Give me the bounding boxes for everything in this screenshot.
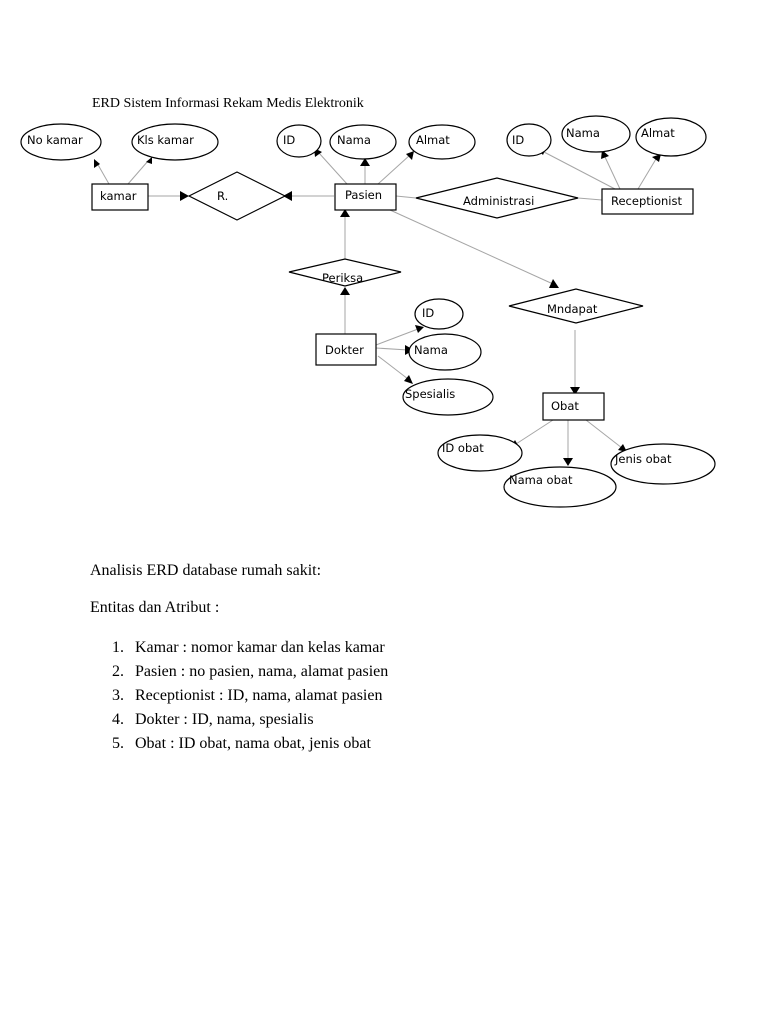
attribute-pasien-nama-label: Nama — [337, 133, 371, 147]
relationship-periksa-label: Periksa — [322, 271, 363, 285]
list-item-number: 4. — [112, 711, 124, 728]
list-item: 1. Kamar : nomor kamar dan kelas kamar — [112, 636, 388, 660]
entity-list: 1. Kamar : nomor kamar dan kelas kamar 2.… — [112, 636, 388, 756]
attribute-receptionist-almat-label: Almat — [641, 126, 675, 140]
list-item-number: 1. — [112, 639, 124, 656]
entity-pasien-label: Pasien — [345, 188, 382, 202]
relationship-kamar-pasien-label: R. — [217, 189, 228, 203]
attribute-nama-obat[interactable]: Nama obat — [503, 466, 617, 508]
entity-receptionist[interactable]: Receptionist — [601, 188, 694, 215]
attribute-pasien-id-label: ID — [283, 133, 295, 147]
entity-obat[interactable]: Obat — [542, 392, 605, 421]
attribute-no-kamar[interactable]: No kamar — [20, 123, 102, 161]
attribute-receptionist-id[interactable]: ID — [506, 123, 552, 157]
entity-obat-label: Obat — [551, 399, 579, 413]
attribute-dokter-spesialis-label: Spesialis — [405, 387, 455, 401]
attribute-dokter-nama[interactable]: Nama — [408, 333, 482, 371]
entity-receptionist-label: Receptionist — [611, 194, 682, 208]
relationship-mendapat-label: Mndapat — [547, 302, 598, 316]
attribute-pasien-almat[interactable]: Almat — [408, 124, 476, 160]
attribute-pasien-id[interactable]: ID — [276, 124, 322, 158]
erd-diagram: ERD Sistem Informasi Rekam Medis Elektro… — [20, 96, 716, 508]
list-item-text: Pasien : no pasien, nama, alamat pasien — [135, 663, 389, 680]
attribute-id-obat[interactable]: ID obat — [437, 434, 523, 472]
list-item-text: Receptionist : ID, nama, alamat pasien — [135, 687, 383, 704]
attribute-jenis-obat[interactable]: Jenis obat — [610, 443, 716, 485]
attribute-dokter-nama-label: Nama — [414, 343, 448, 357]
attribute-receptionist-id-label: ID — [512, 133, 524, 147]
attribute-receptionist-nama-label: Nama — [566, 126, 600, 140]
entity-dokter-label: Dokter — [325, 343, 364, 357]
list-item-number: 5. — [112, 735, 124, 752]
attribute-receptionist-nama[interactable]: Nama — [561, 115, 631, 153]
relationship-mendapat[interactable]: Mndapat — [508, 288, 644, 324]
analysis-heading: Analisis ERD database rumah sakit: — [90, 562, 322, 579]
attribute-receptionist-almat[interactable]: Almat — [635, 117, 707, 157]
list-item-text: Obat : ID obat, nama obat, jenis obat — [135, 735, 371, 752]
list-item-number: 3. — [112, 687, 124, 704]
attribute-dokter-id[interactable]: ID — [414, 298, 464, 330]
relationship-kamar-pasien[interactable]: R. — [187, 171, 287, 221]
entity-pasien[interactable]: Pasien — [334, 183, 397, 211]
list-item-text: Dokter : ID, nama, spesialis — [135, 711, 314, 728]
attribute-id-obat-label: ID obat — [442, 441, 484, 455]
list-item: 3. Receptionist : ID, nama, alamat pasien — [112, 684, 388, 708]
attribute-pasien-nama[interactable]: Nama — [329, 124, 397, 160]
attribute-pasien-almat-label: Almat — [416, 133, 450, 147]
relationship-administrasi-label: Administrasi — [463, 194, 534, 208]
list-item: 4. Dokter : ID, nama, spesialis — [112, 708, 388, 732]
attribute-dokter-spesialis[interactable]: Spesialis — [402, 378, 494, 416]
entity-kamar-label: kamar — [100, 189, 137, 203]
list-item: 2. Pasien : no pasien, nama, alamat pasie… — [112, 660, 388, 684]
list-item-number: 2. — [112, 663, 124, 680]
entity-dokter[interactable]: Dokter — [315, 333, 377, 366]
entity-kamar[interactable]: kamar — [91, 183, 149, 211]
attribute-nama-obat-label: Nama obat — [509, 473, 573, 487]
diagram-title: ERD Sistem Informasi Rekam Medis Elektro… — [92, 96, 364, 111]
list-item: 5. Obat : ID obat, nama obat, jenis obat — [112, 732, 388, 756]
attribute-dokter-id-label: ID — [422, 306, 434, 320]
attribute-no-kamar-label: No kamar — [27, 133, 83, 147]
attribute-kls-kamar[interactable]: Kls kamar — [131, 123, 219, 161]
connector-lines — [96, 151, 657, 459]
entity-attribute-heading: Entitas dan Atribut : — [90, 599, 220, 616]
list-item-text: Kamar : nomor kamar dan kelas kamar — [135, 639, 385, 656]
attribute-jenis-obat-label: Jenis obat — [614, 452, 672, 466]
attribute-kls-kamar-label: Kls kamar — [137, 133, 194, 147]
relationship-periksa[interactable]: Periksa — [288, 258, 402, 287]
relationship-administrasi[interactable]: Administrasi — [415, 177, 579, 219]
